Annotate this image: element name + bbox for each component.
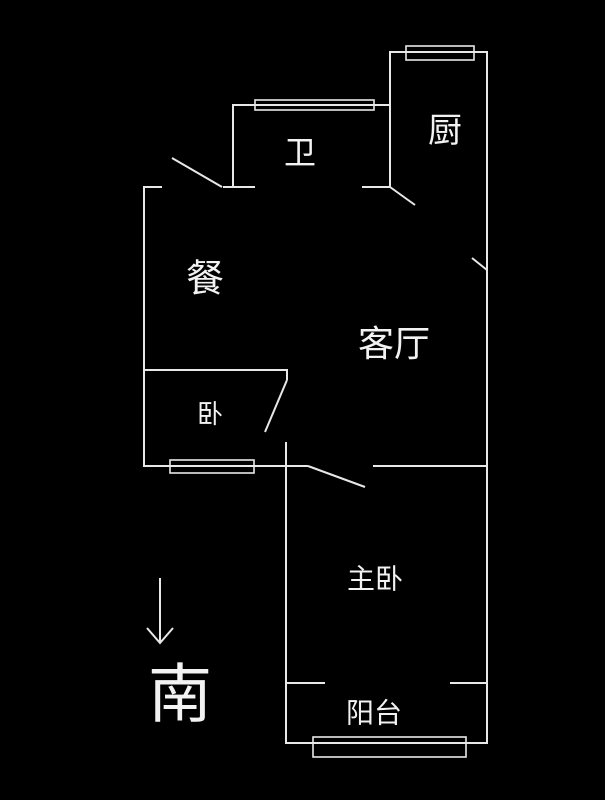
bedroom-door: [264, 379, 288, 433]
master-bedroom-door: [307, 465, 366, 488]
outer-wall-right: [285, 51, 488, 744]
label-bedroom: 卧: [197, 400, 223, 430]
balcony-window: [312, 736, 467, 758]
kitchen-window: [405, 45, 475, 61]
label-kitchen: 厨: [428, 111, 462, 151]
label-balcony: 阳台: [346, 697, 402, 730]
windows: [169, 45, 475, 758]
doors: [171, 157, 488, 488]
side-door-mark: [471, 257, 488, 271]
label-master-bedroom: 主卧: [347, 563, 403, 596]
label-dining: 餐: [186, 257, 224, 301]
compass-arrow-down-icon: [146, 578, 174, 645]
kitchen-door: [389, 186, 416, 206]
dining-wall: [143, 186, 308, 467]
label-south: 南: [148, 659, 212, 733]
entrance-door: [171, 157, 223, 188]
small-bedroom-wall: [144, 369, 288, 380]
label-bathroom: 卫: [284, 134, 316, 172]
label-living-room: 客厅: [358, 324, 430, 365]
